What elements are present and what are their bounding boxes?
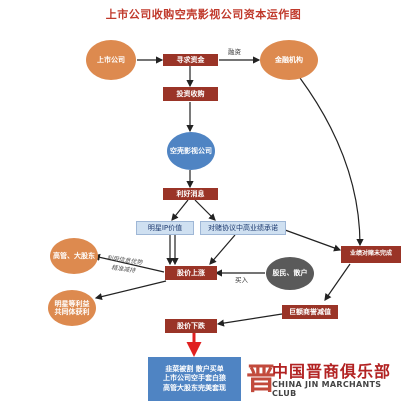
arrow-vam-to-rise [209, 234, 236, 265]
node-result: 韭菜被割 散户买单 上市公司空手套白狼 高管大股东完美套现 [148, 357, 241, 401]
result-line-1: 韭菜被割 散户买单 [165, 364, 224, 373]
node-seek-funds-label: 寻求资金 [176, 55, 205, 64]
arrow-rise-to-exec [92, 253, 165, 273]
page-title: 上市公司收购空壳影视公司资本运作图 [105, 8, 302, 21]
node-listed-company: 上市公司 [86, 40, 136, 80]
node-invest-acquire: 投资收购 [163, 87, 218, 101]
node-star-profit-label: 明星等利益 共同体获利 [54, 299, 90, 316]
node-listed-company-label: 上市公司 [97, 55, 125, 64]
arrow-news-to-star [171, 199, 189, 221]
node-invest-acquire-label: 投资收购 [176, 89, 205, 98]
label-financing: 融资 [228, 48, 241, 56]
node-executives-label: 高管、大股东 [53, 251, 95, 260]
node-financial-institution-label: 金融机构 [275, 55, 303, 64]
label-buy-in: 买入 [235, 276, 248, 284]
watermark: 晋 中国晋商俱乐部 CHINA JIN MARCHANTS CLUB [246, 350, 406, 400]
node-vam-promise: 对赌协议中高业绩承诺 [200, 221, 286, 235]
node-price-rise: 股价上涨 [165, 266, 217, 280]
node-star-ip: 明星IP价值 [136, 221, 194, 235]
watermark-cn: 中国晋商俱乐部 [272, 362, 392, 381]
node-seek-funds: 寻求资金 [163, 54, 218, 66]
arrow-fin-curve [299, 77, 364, 247]
node-executives: 高管、大股东 [50, 238, 98, 274]
node-retail-investors-label: 股民、散户 [272, 269, 308, 278]
node-price-fall: 股价下跌 [165, 319, 217, 333]
club-logo-icon: 晋 [246, 362, 276, 397]
node-bet-failed-label: 业绩对赌未完成 [349, 250, 392, 258]
node-shell-company: 空壳影视公司 [167, 132, 215, 170]
result-line-3: 高管大股东完美套现 [163, 383, 226, 392]
node-financial-institution: 金融机构 [260, 40, 318, 80]
arrow-rise-to-profit [94, 280, 167, 301]
arrow-vam-to-bet [284, 229, 342, 252]
node-shell-company-label: 空壳影视公司 [170, 146, 212, 155]
node-vam-promise-label: 对赌协议中高业绩承诺 [208, 223, 278, 232]
node-bet-failed: 业绩对赌未完成 [341, 246, 401, 263]
arrow-news-to-vam [194, 199, 216, 221]
result-line-2: 上市公司空手套白狼 [163, 374, 226, 383]
arrow-bet-to-impair [324, 263, 351, 301]
node-price-fall-label: 股价下跌 [177, 321, 205, 330]
node-good-news-label: 利好消息 [176, 189, 205, 198]
node-price-rise-label: 股价上涨 [177, 268, 205, 277]
node-retail-investors: 股民、散户 [266, 257, 314, 290]
watermark-en: CHINA JIN MARCHANTS CLUB [272, 380, 382, 398]
node-impairment-label: 巨额商誉减值 [289, 307, 331, 316]
node-star-ip-label: 明星IP价值 [147, 223, 183, 232]
node-impairment: 巨额商誉减值 [282, 305, 338, 319]
node-good-news: 利好消息 [163, 188, 218, 200]
arrow-impair-to-fall [216, 313, 283, 327]
node-star-profit: 明星等利益 共同体获利 [48, 290, 96, 326]
